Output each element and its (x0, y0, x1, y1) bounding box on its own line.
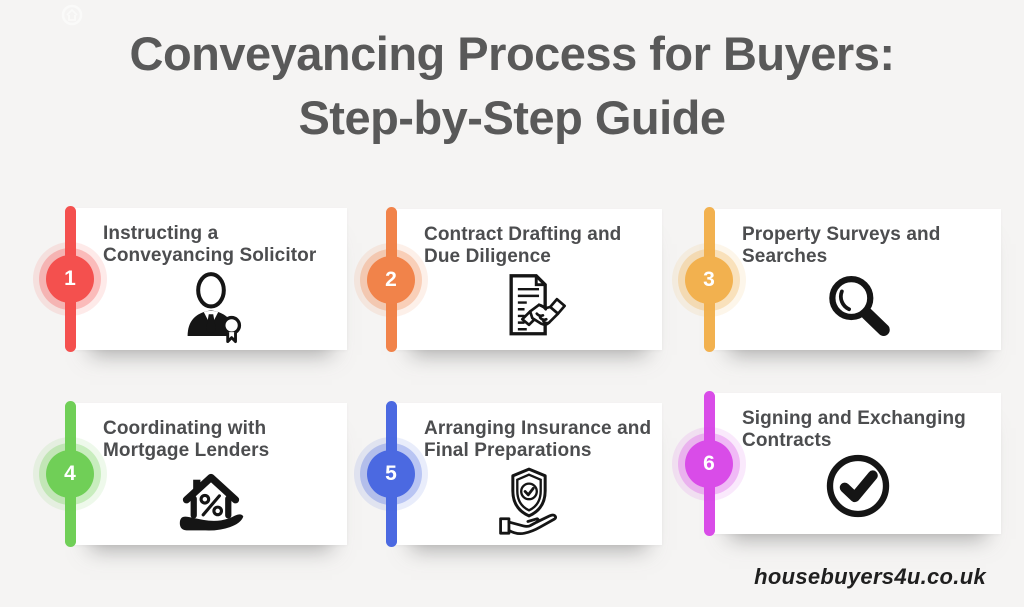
step-card-6: 6 Signing and Exchanging Contracts (685, 391, 1001, 536)
step-number-badge: 5 (367, 450, 415, 498)
step-card-1: 1 Instructing a Conveyancing Solicitor (46, 206, 347, 352)
step-title: Signing and Exchanging Contracts (742, 408, 966, 452)
step-title: Coordinating with Mortgage Lenders (103, 418, 270, 462)
step-title: Instructing a Conveyancing Solicitor (103, 223, 317, 267)
step-title: Arranging Insurance and Final Preparatio… (424, 418, 652, 462)
step-number-badge: 6 (685, 439, 733, 488)
step-number: 1 (64, 267, 76, 290)
page-title: Conveyancing Process for Buyers: Step-by-… (0, 22, 1024, 150)
step-title: Property Surveys and Searches (742, 224, 941, 268)
check-circle-icon (821, 449, 895, 523)
page-title-line1: Conveyancing Process for Buyers: (129, 27, 896, 80)
step-number-badge: 2 (367, 255, 415, 304)
step-card-5: 5 Arranging Insurance and Final Preparat… (367, 401, 662, 547)
contract-handshake-icon (490, 268, 568, 346)
step-number: 2 (385, 267, 397, 291)
step-number-badge: 4 (46, 450, 94, 498)
step-number: 4 (64, 462, 76, 485)
step-title: Contract Drafting and Due Diligence (424, 224, 622, 268)
mortgage-house-percent-icon (172, 463, 250, 541)
step-card-4: 4 Coordinating with Mortgage Lenders (46, 401, 347, 547)
insurance-shield-hand-icon (490, 463, 568, 541)
step-card-2: 2 Contract Drafting and Due Diligence (367, 207, 662, 352)
step-number-badge: 3 (685, 255, 733, 304)
step-card-3: 3 Property Surveys and Searches (685, 207, 1001, 352)
step-number: 5 (385, 462, 397, 485)
page-title-line2: Step-by-Step Guide (298, 90, 726, 144)
magnifier-icon (819, 268, 897, 346)
solicitor-badge-icon (172, 268, 250, 346)
step-number-badge: 1 (46, 255, 94, 303)
website-url: housebuyers4u.co.uk (754, 564, 986, 589)
step-number: 3 (703, 267, 715, 291)
step-number: 6 (703, 451, 715, 475)
